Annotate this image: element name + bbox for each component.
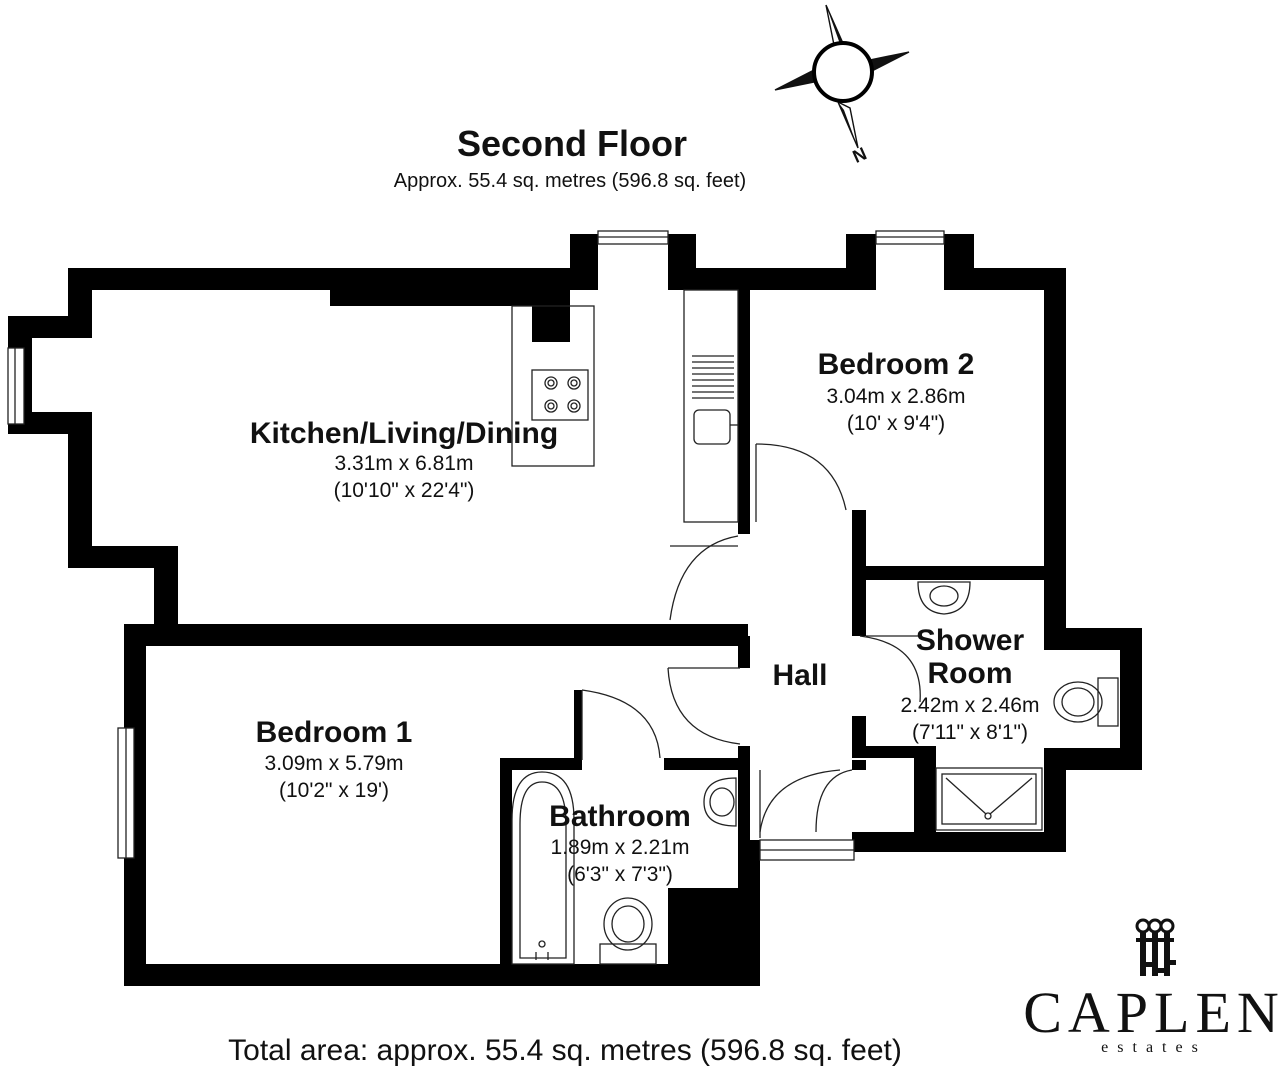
shower-metric: 2.42m x 2.46m [901,694,1040,717]
room-label-bedroom-1: Bedroom 1 3.09m x 5.79m (10'2" x 19') [256,716,413,802]
shower-name-line2: Room [928,657,1013,690]
room-label-bedroom-2: Bedroom 2 3.04m x 2.86m (10' x 9'4") [818,348,975,435]
kitchen-name: Kitchen/Living/Dining [250,417,558,450]
bedroom2-name: Bedroom 2 [818,348,975,381]
bathroom-fixtures [511,771,737,965]
kitchen-fixtures [511,289,739,523]
room-label-hall: Hall [772,659,827,692]
shower-room-fixtures [917,581,1119,831]
total-area-footer: Total area: approx. 55.4 sq. metres (596… [228,1034,902,1067]
bathroom-name: Bathroom [549,800,691,833]
compass-north-label: N [850,143,870,167]
floor-area: Approx. 55.4 sq. metres (596.8 sq. feet) [394,170,746,192]
shower-imperial: (7'11" x 8'1") [912,721,1028,744]
bathroom-metric: 1.89m x 2.21m [551,836,690,859]
hall-name: Hall [772,659,827,692]
brand-name: CAPLEN [1023,980,1285,1045]
floor-title: Second Floor [457,123,687,164]
walls [8,234,1142,986]
windows [7,230,945,861]
triple-key-logo-icon [1135,918,1176,976]
kitchen-imperial: (10'10" x 22'4") [334,479,475,502]
shower-name-line1: Shower [916,624,1025,657]
bedroom2-metric: 3.04m x 2.86m [827,385,966,408]
room-label-kitchen: Kitchen/Living/Dining 3.31m x 6.81m (10'… [250,417,558,502]
compass-rose-icon: N [774,4,910,167]
bedroom1-imperial: (10'2" x 19') [279,779,389,802]
kitchen-metric: 3.31m x 6.81m [335,452,474,475]
bedroom2-imperial: (10' x 9'4") [847,412,945,435]
bedroom1-metric: 3.09m x 5.79m [265,752,404,775]
brand-tagline: estates [1101,1039,1207,1056]
room-label-bathroom: Bathroom 1.89m x 2.21m (6'3" x 7'3") [549,800,691,886]
bedroom1-name: Bedroom 1 [256,716,413,749]
room-label-shower-room: Shower Room 2.42m x 2.46m (7'11" x 8'1") [901,624,1040,744]
bathroom-imperial: (6'3" x 7'3") [567,863,673,886]
doors [581,443,921,838]
